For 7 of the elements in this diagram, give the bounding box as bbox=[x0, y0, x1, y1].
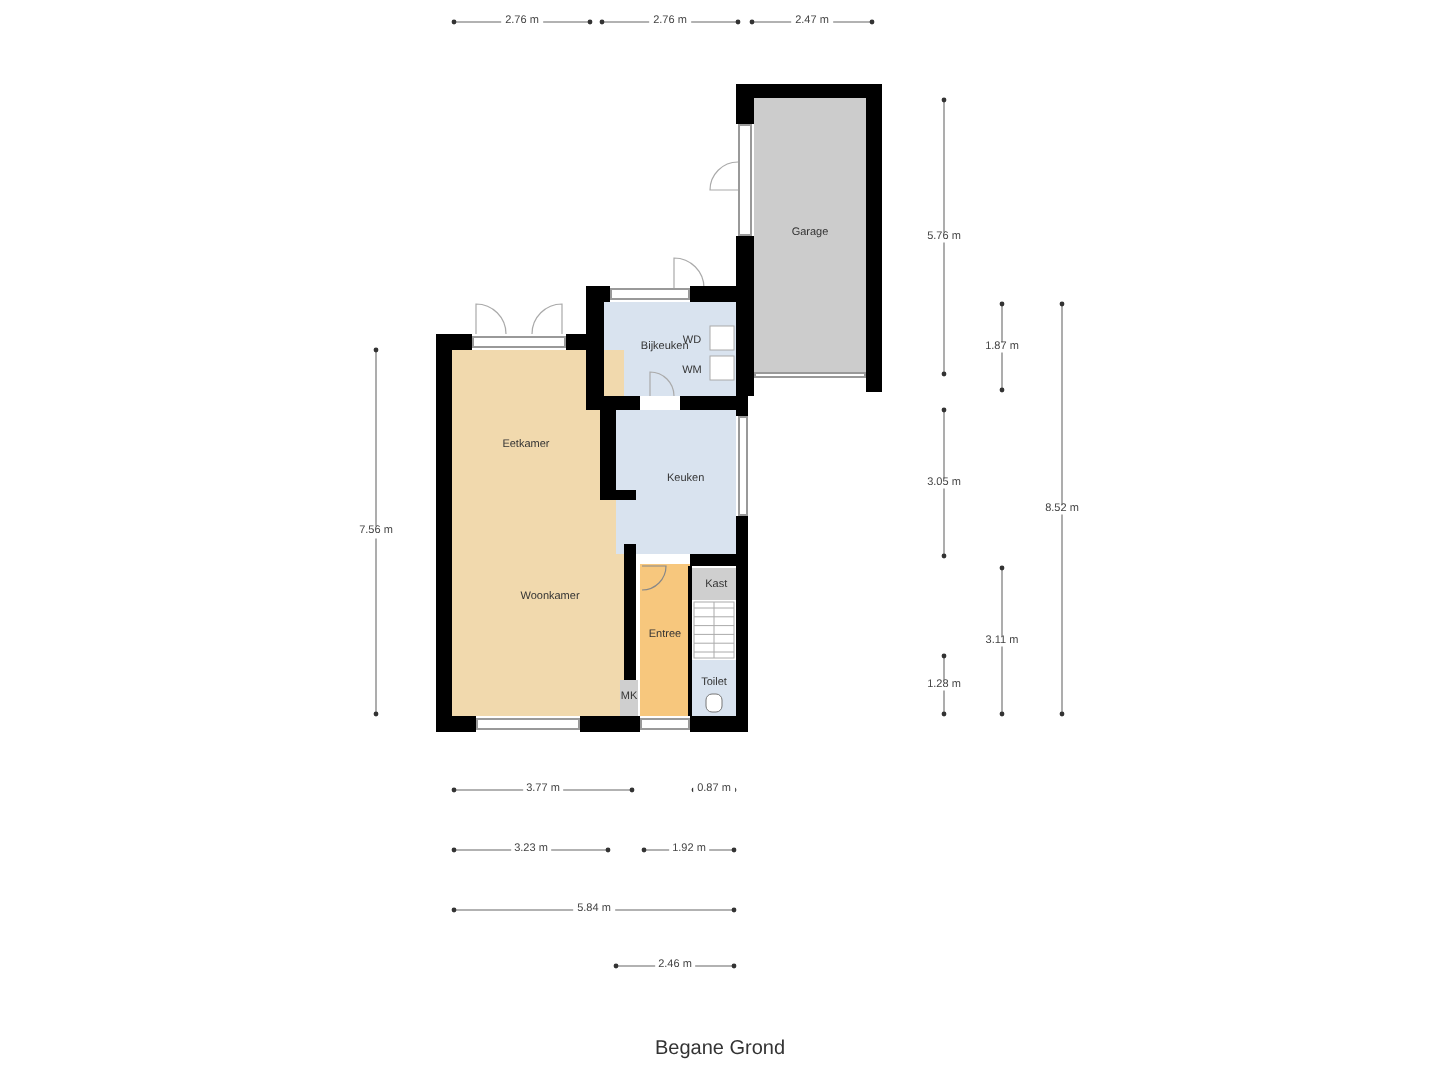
room bbox=[452, 350, 624, 716]
caption: Begane Grond bbox=[652, 1038, 788, 1060]
room bbox=[616, 410, 736, 554]
room bbox=[754, 98, 866, 376]
room bbox=[620, 680, 638, 716]
room bbox=[692, 568, 736, 600]
room bbox=[640, 564, 690, 716]
